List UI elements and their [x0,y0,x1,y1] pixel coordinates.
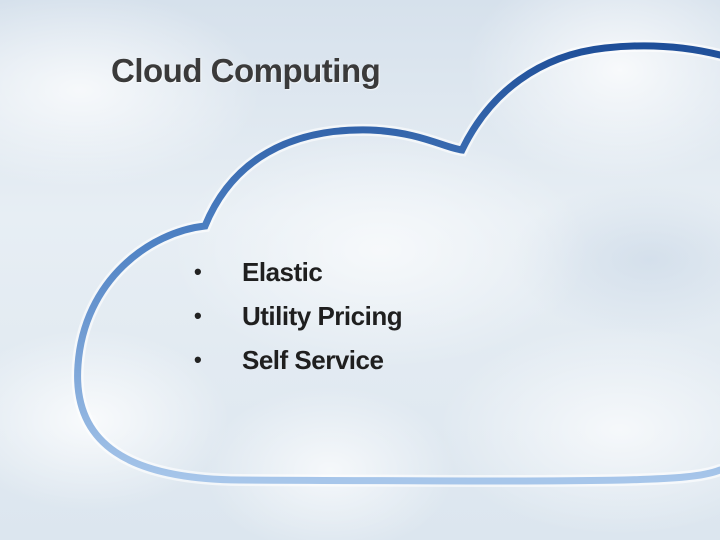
bullet-item-utility-pricing: • Utility Pricing [194,294,403,338]
slide-title: Cloud Computing [111,52,381,89]
bullet-icon: • [194,259,202,284]
bullet-icon: • [194,303,202,328]
bullet-item-elastic: • Elastic [194,250,402,294]
bullet-label: Elastic [242,256,323,287]
bullet-label: Self Service [242,344,384,375]
bullet-label: Utility Pricing [242,300,403,331]
bullet-list: • Elastic • Utility Pricing • Self Servi… [194,250,403,382]
bullet-icon: • [194,347,202,372]
bullet-item-self-service: • Self Service [194,338,402,382]
cloud-outline-path [74,42,720,485]
